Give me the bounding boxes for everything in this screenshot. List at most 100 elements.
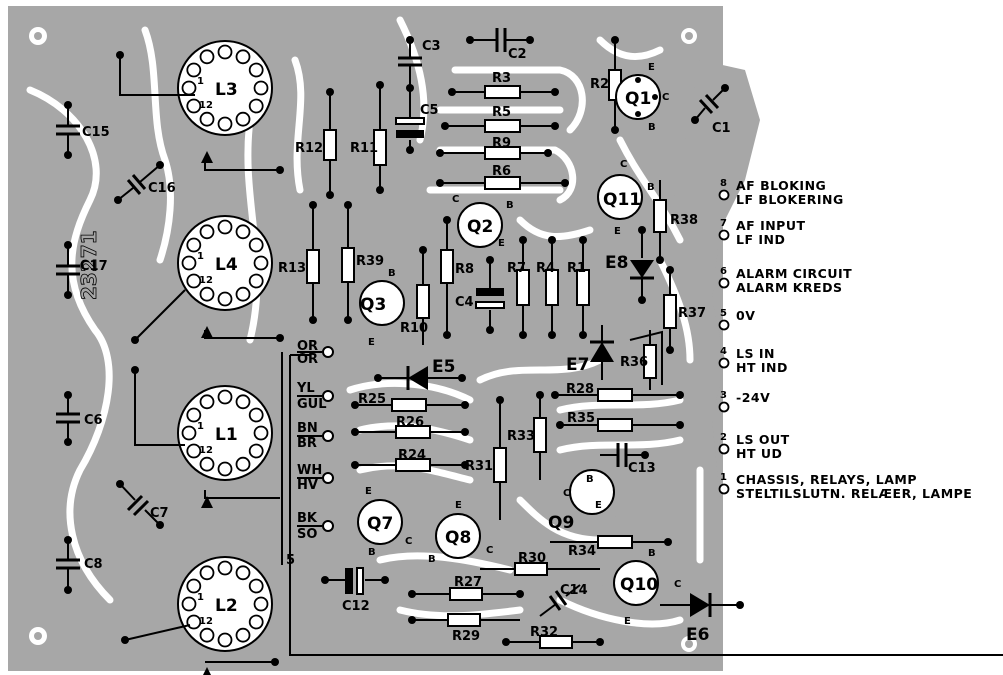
- transformer-outline: [177, 40, 273, 136]
- transformer-pin: [248, 578, 264, 594]
- transformer-pin: [217, 389, 233, 405]
- label-r25: R25: [358, 392, 386, 407]
- label-r11: R11: [350, 141, 378, 156]
- label-r32: R32: [530, 625, 558, 640]
- resistor-r10: R10: [400, 246, 430, 345]
- terminal-pad: [718, 483, 730, 495]
- label-r31: R31: [465, 459, 493, 474]
- pin-c: C: [486, 545, 493, 556]
- transformer-pin: [217, 219, 233, 235]
- resistor-r7: R7: [507, 236, 530, 339]
- transistor-q7: Q7 E C B: [357, 486, 412, 558]
- terminal-label-en: -24V: [736, 390, 770, 405]
- terminal-number: 8: [720, 178, 727, 189]
- label-r6: R6: [492, 164, 511, 179]
- transistor-q1: Q1 E C B: [615, 62, 669, 133]
- terminal-pad: [718, 229, 730, 241]
- resistor-r4: R4: [536, 236, 559, 339]
- pin-b: B: [368, 547, 376, 558]
- pin-c: C: [674, 579, 681, 590]
- capacitor-c13: C13: [600, 443, 656, 476]
- resistor-r32: R32: [502, 625, 604, 649]
- pin-e: E: [624, 616, 631, 627]
- transformer-pin: [235, 456, 251, 472]
- wire-label-local: HV: [297, 478, 318, 493]
- terminal-number: 3: [720, 390, 727, 401]
- transformer-pin: [217, 44, 233, 60]
- resistor-r12: R12: [295, 88, 337, 199]
- terminal-number: 4: [720, 346, 727, 357]
- resistor-r30: R30: [480, 551, 600, 576]
- pin-e: E: [455, 500, 462, 511]
- label-r7: R7: [507, 261, 526, 276]
- resistor-r5: R5: [441, 105, 559, 133]
- capacitor-c1: C1: [691, 84, 731, 136]
- transformer-pin: [235, 111, 251, 127]
- transformer-pin: [181, 255, 197, 271]
- capacitor-c2: C2: [466, 28, 534, 62]
- label-c3: C3: [422, 39, 441, 54]
- wire-wh: WH HV: [297, 463, 334, 493]
- capacitor-c17: C17: [56, 241, 108, 299]
- label-q9: Q9: [548, 513, 574, 533]
- terminal-number: 5: [720, 308, 727, 319]
- label-r34: R34: [568, 544, 596, 559]
- wire-label-en: YL: [296, 381, 315, 396]
- terminal-label-local: STELTILSLUTN. RELÆER, LAMPE: [736, 486, 972, 501]
- terminal-label-local: ALARM KREDS: [736, 280, 842, 295]
- resistor-r8: R8: [440, 216, 474, 339]
- pin-b: B: [506, 200, 514, 211]
- label-r3: R3: [492, 71, 511, 86]
- label-r2: R2: [590, 77, 609, 92]
- resistor-r9: R9: [436, 136, 552, 160]
- transformer-pin: [186, 407, 202, 423]
- resistor-r38: R38: [653, 180, 698, 264]
- pin-c: C: [405, 536, 412, 547]
- transformer-pin: [248, 614, 264, 630]
- pin-e: E: [614, 226, 621, 237]
- capacitor-c16: C16: [114, 161, 176, 204]
- label-c4: C4: [455, 295, 474, 310]
- label-r29: R29: [452, 629, 480, 644]
- terminal-number: 7: [720, 218, 727, 229]
- transformer-pin: [186, 98, 202, 114]
- pin-b: B: [586, 474, 594, 485]
- transformer-label: L1: [215, 425, 238, 445]
- label-r5: R5: [492, 105, 511, 120]
- label-r24: R24: [398, 448, 426, 463]
- capacitor-c12: C12: [321, 567, 389, 614]
- terminal-label-local: LF BLOKERING: [736, 192, 844, 207]
- label-e5: E5: [432, 357, 455, 377]
- terminal-pad: [718, 357, 730, 369]
- transformer-pin: [253, 425, 269, 441]
- transformer-pin: [248, 443, 264, 459]
- label-r8: R8: [455, 262, 474, 277]
- diode-e8: E8: [605, 226, 654, 304]
- pin-b: B: [647, 182, 655, 193]
- terminal-pad: [718, 189, 730, 201]
- label-r12: R12: [295, 141, 323, 156]
- transformer-outline: [177, 556, 273, 652]
- transformer-pin: [199, 627, 215, 643]
- wire-label-en: OR: [297, 339, 318, 354]
- label-q8: Q8: [445, 528, 471, 548]
- pin-c: C: [662, 92, 669, 103]
- terminal-label-en: AF BLOKING: [736, 178, 826, 193]
- transformer-pin: [248, 62, 264, 78]
- pin-1-label: 1: [197, 251, 204, 262]
- label-r38: R38: [670, 213, 698, 228]
- wire-color-legend: OR OR YL GUL BN BR WH HV BK SO 5: [281, 339, 334, 568]
- terminal-label-en: LS IN: [736, 346, 775, 361]
- label-c12: C12: [342, 599, 370, 614]
- terminal-number: 6: [720, 266, 727, 277]
- label-q3: Q3: [360, 295, 386, 315]
- label-q10: Q10: [620, 575, 658, 595]
- label-c13: C13: [628, 461, 656, 476]
- transformer-label: L3: [215, 80, 238, 100]
- wire-number: 5: [286, 553, 295, 568]
